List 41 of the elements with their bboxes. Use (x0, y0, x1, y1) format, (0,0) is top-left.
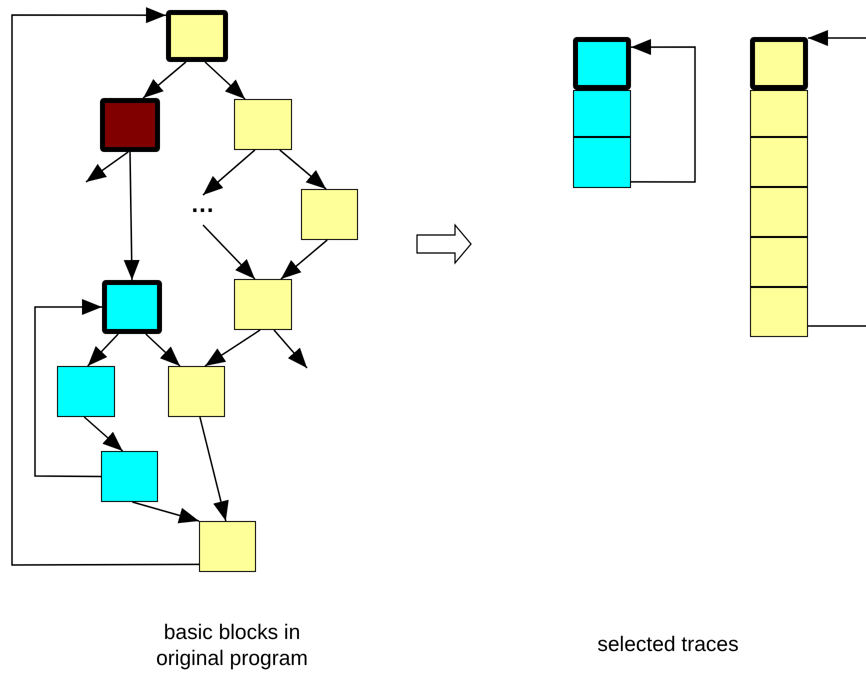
block-box (573, 137, 631, 188)
arrow (142, 61, 186, 99)
block-box (573, 37, 631, 90)
arrow (84, 416, 124, 452)
block-box (750, 237, 808, 287)
arrow (87, 333, 119, 367)
block-box (301, 189, 358, 240)
caption-text: basic blocks in original program (155, 620, 309, 672)
block-box (166, 10, 228, 62)
arrow (124, 152, 140, 280)
block-box (102, 280, 162, 334)
arrow (199, 416, 229, 522)
arrow (279, 149, 327, 190)
block-box (750, 137, 808, 187)
block-box (57, 366, 115, 417)
arrow (273, 330, 308, 368)
block-box (573, 90, 631, 137)
arrow (11, 7, 199, 566)
arrow (204, 61, 246, 100)
arrow (145, 333, 180, 367)
block-box (750, 37, 808, 90)
arrow (202, 149, 256, 196)
arrow (808, 30, 866, 327)
block-box (750, 90, 808, 137)
block-box (750, 287, 808, 337)
block-box (234, 279, 292, 330)
arrow (86, 151, 129, 183)
ellipsis-text: ... (185, 195, 221, 225)
arrow (631, 39, 696, 183)
block-box (750, 187, 808, 237)
arrow (204, 329, 261, 367)
block-box (101, 451, 158, 502)
block-box (234, 99, 292, 150)
arrow (280, 239, 328, 280)
caption-text: selected traces (596, 632, 740, 658)
block-box (199, 521, 256, 572)
arrow (202, 224, 256, 280)
arrow (132, 501, 200, 524)
block-box (100, 98, 160, 152)
arrow (34, 299, 102, 478)
block-box (168, 366, 225, 417)
